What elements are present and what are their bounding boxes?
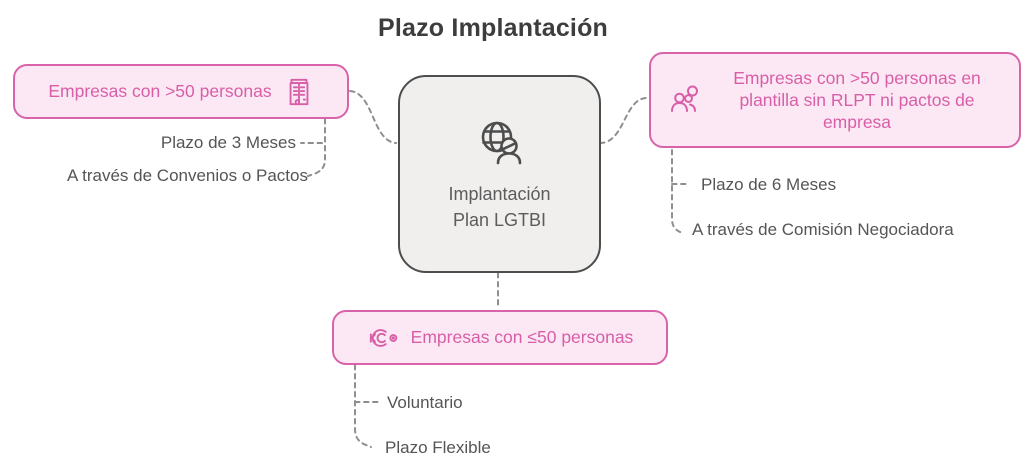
node-label: Empresas con ≤50 personas xyxy=(410,327,634,347)
users-search-icon xyxy=(671,85,698,112)
connector-left-branch-vertical xyxy=(307,118,326,177)
node-empresas-sin-rlpt: Empresas con >50 personas en plantilla s… xyxy=(649,52,1021,148)
node-label-line1: Implantación xyxy=(448,183,551,204)
page-title: Plazo Implantación xyxy=(377,14,609,42)
connector-right-branch-vertical xyxy=(671,149,684,234)
node-empresas-menos-50: Empresas con ≤50 personas xyxy=(332,310,668,365)
node-label-line2: Plan LGTBI xyxy=(452,209,547,230)
node-label: Empresas con >50 personas xyxy=(48,81,272,101)
node-implantacion-plan-lgtbi: Implantación Plan LGTBI xyxy=(398,75,601,273)
label-comision-negociadora: A través de Comisión Negociadora xyxy=(692,220,954,239)
connector-bottom-branch-vertical xyxy=(354,364,372,448)
small-company-icon xyxy=(369,328,397,347)
node-empresas-mas-50: Empresas con >50 personas xyxy=(13,64,349,119)
globe-user-icon xyxy=(481,121,521,164)
label-voluntario: Voluntario xyxy=(387,393,463,412)
building-icon xyxy=(289,78,308,105)
label-plazo-flexible: Plazo Flexible xyxy=(385,438,491,457)
label-plazo-3-meses: Plazo de 3 Meses xyxy=(160,133,296,152)
connector-left-box-to-node xyxy=(349,90,397,144)
label-plazo-6-meses: Plazo de 6 Meses xyxy=(701,175,837,194)
connector-node-to-right-box xyxy=(599,97,648,144)
node-label: Empresas con >50 personas en plantilla s… xyxy=(733,68,981,132)
label-convenios-pactos: A través de Convenios o Pactos xyxy=(67,166,308,185)
